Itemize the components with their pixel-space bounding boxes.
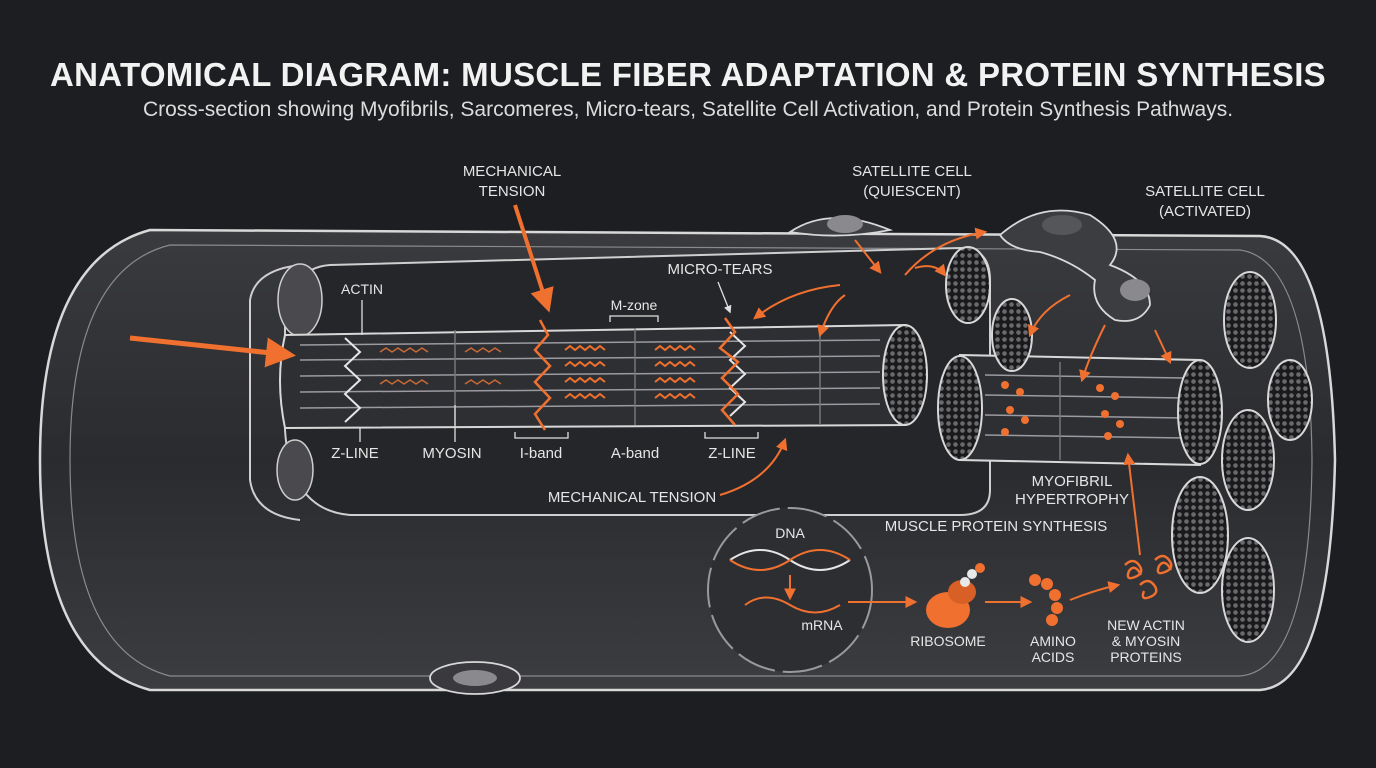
label-myofibril-hypertrophy-2: HYPERTROPHY <box>1015 491 1129 508</box>
label-satellite-activated-1: SATELLITE CELL <box>1145 183 1265 200</box>
label-mechanical-tension-top-2: TENSION <box>479 183 546 200</box>
amino-acids <box>1029 574 1063 626</box>
label-amino-acids-1: AMINO <box>1030 633 1076 649</box>
label-new-proteins-3: PROTEINS <box>1110 649 1182 665</box>
leader-lines <box>359 281 759 442</box>
label-mechanical-tension-bottom: MECHANICAL TENSION <box>548 489 716 506</box>
label-satellite-quiescent-2: (QUIESCENT) <box>863 183 961 200</box>
ribosome <box>926 563 985 628</box>
flow-arrows <box>129 204 1172 608</box>
label-amino-acids-2: ACIDS <box>1032 649 1075 665</box>
label-mechanical-tension-top-1: MECHANICAL <box>463 163 561 180</box>
label-micro-tears: MICRO-TEARS <box>668 261 773 278</box>
label-new-proteins-2: & MYOSIN <box>1112 633 1180 649</box>
satellite-cell-quiescent <box>787 215 894 237</box>
label-dna: DNA <box>775 525 805 541</box>
label-satellite-activated-2: (ACTIVATED) <box>1159 203 1251 220</box>
label-muscle-protein-synthesis: MUSCLE PROTEIN SYNTHESIS <box>885 518 1108 535</box>
myofibril-hypertrophy <box>937 353 1223 467</box>
label-satellite-quiescent-1: SATELLITE CELL <box>852 163 972 180</box>
new-proteins <box>1124 554 1173 600</box>
myofibril-main <box>279 317 928 431</box>
label-myosin: MYOSIN <box>422 445 481 462</box>
page-subtitle: Cross-section showing Myofibrils, Sarcom… <box>142 98 1234 121</box>
satellite-cell-activated <box>998 209 1151 322</box>
label-myofibril-hypertrophy-1: MYOFIBRIL <box>1032 473 1113 490</box>
nucleus <box>707 507 873 673</box>
label-new-proteins-1: NEW ACTIN <box>1107 617 1185 633</box>
label-m-zone: M-zone <box>611 297 658 313</box>
page-title: ANATOMICAL DIAGRAM: MUSCLE FIBER ADAPTAT… <box>50 56 1326 93</box>
label-z-line-right: Z-LINE <box>708 445 756 462</box>
label-i-band: I-band <box>520 445 563 462</box>
label-ribosome: RIBOSOME <box>910 633 985 649</box>
label-mrna: mRNA <box>801 617 843 633</box>
myofibril-bundles <box>945 246 1313 643</box>
label-z-line-left: Z-LINE <box>331 445 379 462</box>
label-actin: ACTIN <box>341 281 383 297</box>
label-a-band: A-band <box>611 445 659 462</box>
